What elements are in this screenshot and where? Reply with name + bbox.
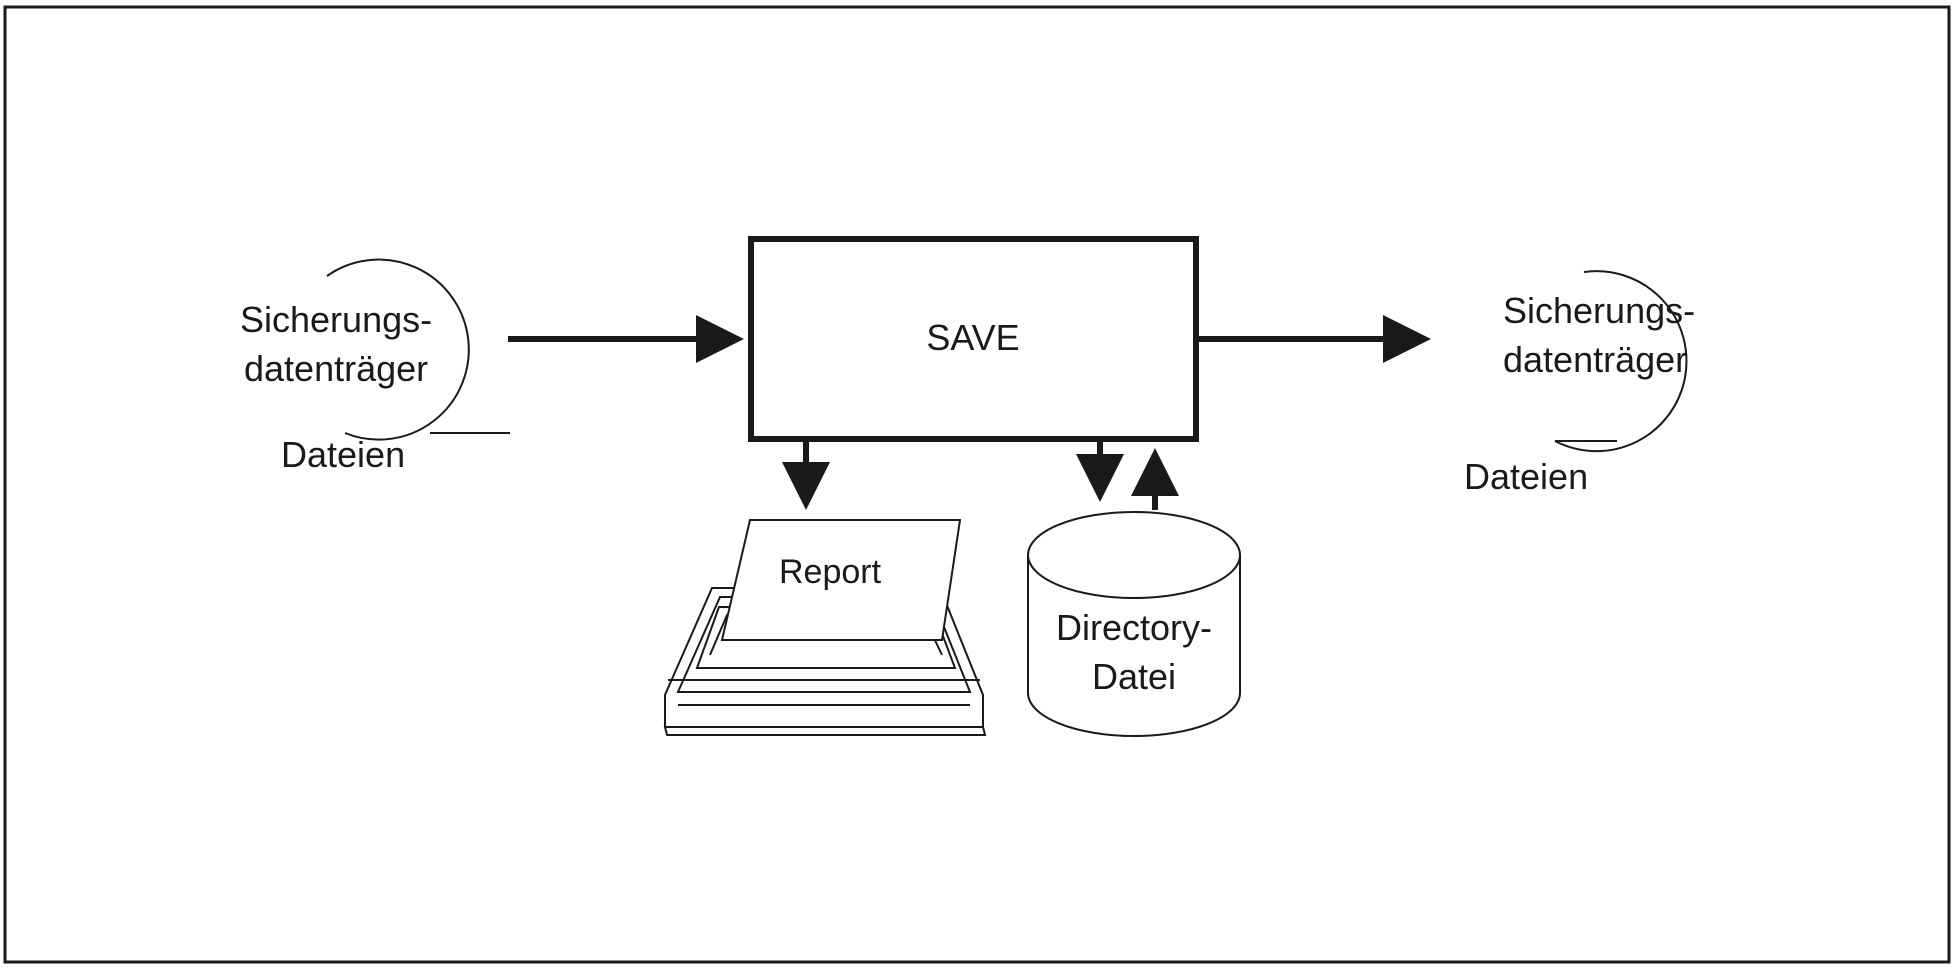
flow-arrows bbox=[508, 315, 1431, 510]
output-volume-label-line1: Sicherungs- bbox=[1503, 290, 1695, 331]
directory-file-label-line2: Datei bbox=[1092, 656, 1176, 697]
output-tape-reel-icon bbox=[1554, 270, 1688, 453]
directory-disk-icon bbox=[1026, 511, 1241, 737]
report-label: Report bbox=[779, 553, 882, 591]
report-page-icon bbox=[720, 519, 962, 641]
save-process: SAVE bbox=[748, 236, 1199, 442]
directory-file: Directory- Datei bbox=[1026, 511, 1241, 737]
output-volume-caption: Dateien bbox=[1464, 456, 1588, 497]
input-volume: Sicherungs- datenträger Dateien bbox=[240, 258, 510, 475]
directory-file-label-line1: Directory- bbox=[1056, 607, 1212, 648]
save-process-label: SAVE bbox=[926, 317, 1019, 358]
figure-frame bbox=[3, 5, 1951, 964]
printer: Report bbox=[663, 519, 987, 736]
input-volume-label-line2: datenträger bbox=[244, 348, 428, 389]
input-tape-reel-icon bbox=[326, 258, 470, 441]
output-volume-label-line2: datenträger bbox=[1503, 339, 1687, 380]
input-volume-caption: Dateien bbox=[281, 434, 405, 475]
input-volume-label-line1: Sicherungs- bbox=[240, 299, 432, 340]
output-volume: Sicherungs- datenträger Dateien bbox=[1464, 270, 1695, 497]
save-process-box bbox=[748, 236, 1199, 442]
printer-icon bbox=[663, 587, 987, 736]
